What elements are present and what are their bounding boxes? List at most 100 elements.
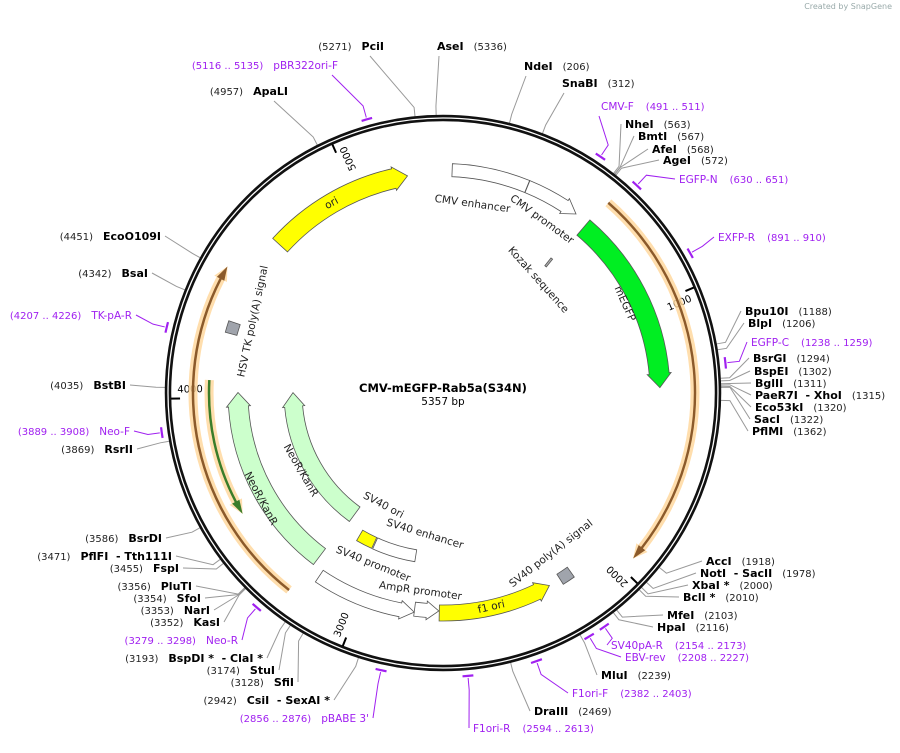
site-label[interactable]: MluI(2239) — [601, 669, 671, 682]
site-label[interactable]: BclI *(2010) — [683, 591, 759, 604]
site-position: (2469) — [578, 707, 611, 718]
site-name: PflMI — [752, 425, 783, 438]
site-label[interactable]: BsrGI(1294) — [753, 352, 830, 365]
site-label[interactable]: BlpI(1206) — [748, 317, 815, 330]
site-position: (3193) — [125, 654, 158, 665]
primer-name: pBR322ori-F — [273, 60, 338, 72]
primer-label[interactable]: SV40pA-R(2154 .. 2173) — [611, 640, 746, 652]
primer-mark[interactable] — [165, 322, 168, 333]
primer-label[interactable]: EGFP-C(1238 .. 1259) — [751, 337, 873, 349]
primer-mark[interactable] — [531, 659, 542, 663]
site-label[interactable]: NdeI (206) — [524, 60, 590, 73]
primer-label[interactable]: (3279 .. 3298)Neo-R — [125, 635, 238, 647]
primer-label[interactable]: (2856 .. 2876)pBABE 3' — [240, 713, 369, 725]
primer-label[interactable]: CMV-F(491 .. 511) — [601, 101, 705, 113]
site-line — [659, 561, 702, 573]
tick-label: 3000 — [332, 611, 352, 639]
site-name: HpaI — [657, 621, 686, 634]
site-label[interactable]: (3352)KasI — [150, 616, 220, 629]
plasmid-name: CMV-mEGFP-Rab5a(S34N) — [359, 381, 527, 395]
primer-label[interactable]: EBV-rev(2208 .. 2227) — [625, 652, 749, 664]
feature-ampr-promoter[interactable] — [414, 601, 439, 620]
site-label[interactable]: (3174)StuI — [207, 664, 275, 677]
feature-sv40-poly-a-signal-label: SV40 poly(A) signal — [507, 517, 595, 590]
site-line — [166, 528, 200, 538]
primer-label[interactable]: (4207 .. 4226)TK-pA-R — [10, 310, 132, 322]
site-position: (2103) — [704, 611, 737, 622]
site-label[interactable]: (3586)BsrDI — [85, 532, 162, 545]
plasmid-length: 5357 bp — [421, 396, 465, 408]
site-line — [614, 124, 621, 173]
site-position: (206) — [563, 62, 590, 73]
site-label[interactable]: (5271)PciI — [318, 40, 384, 53]
site-label[interactable]: (4035)BstBI — [50, 379, 126, 392]
feature-ampr-promoter-label: AmpR promoter — [378, 579, 463, 603]
site-line — [721, 400, 748, 431]
primer-label[interactable]: F1ori-R(2594 .. 2613) — [473, 723, 594, 735]
primer-line — [242, 609, 255, 640]
site-position: (4035) — [50, 381, 83, 392]
primer-mark[interactable] — [253, 604, 261, 611]
site-label[interactable]: (3193)BspDI * - ClaI * — [125, 652, 263, 665]
site-position: (2942) — [204, 696, 237, 707]
site-label[interactable]: (3128)SfiI — [231, 676, 294, 689]
site-position: (1315) — [852, 391, 885, 402]
primer-mark[interactable] — [725, 357, 726, 368]
primer-line — [537, 663, 568, 693]
primer-mark[interactable] — [687, 249, 692, 258]
site-position: (2000) — [739, 581, 772, 592]
primer-label[interactable]: F1ori-F(2382 .. 2403) — [572, 688, 692, 700]
primer-mark[interactable] — [600, 624, 609, 630]
site-name: CsiI - SexAI * — [247, 694, 330, 707]
site-label[interactable]: (2942) CsiI - SexAI * — [204, 694, 331, 707]
site-label[interactable]: (3455)FspI — [110, 562, 179, 575]
site-line — [370, 56, 415, 116]
primer-mark[interactable] — [596, 154, 605, 160]
feature-kozak-sequence[interactable] — [545, 258, 553, 267]
feature-ori[interactable] — [273, 167, 408, 252]
primer-mark[interactable] — [463, 675, 474, 676]
site-position: (563) — [664, 120, 691, 131]
feature-sv40-enhancer[interactable] — [373, 538, 417, 562]
site-line — [152, 273, 185, 290]
site-label[interactable]: HpaI (2116) — [657, 621, 729, 634]
site-position: (4342) — [78, 269, 111, 280]
primer-name: CMV-F — [601, 101, 634, 113]
site-label[interactable]: (4451)EcoO109I — [60, 230, 161, 243]
primer-label[interactable]: (5116 .. 5135)pBR322ori-F — [192, 60, 338, 72]
site-label[interactable]: DraIII(2469) — [534, 705, 612, 718]
feature-cmv-enhancer[interactable] — [452, 164, 530, 193]
site-name: RsrII — [104, 443, 133, 456]
primer-name: EBV-rev — [625, 652, 666, 664]
primer-line — [134, 431, 160, 435]
primer-mark[interactable] — [362, 118, 372, 121]
primer-mark[interactable] — [584, 634, 593, 640]
primer-label[interactable]: EXFP-R(891 .. 910) — [718, 232, 826, 244]
feature-hsv-tk-poly-a-signal[interactable] — [225, 321, 240, 336]
primer-mark[interactable] — [376, 669, 387, 671]
site-position: (3586) — [85, 534, 118, 545]
primer-mark[interactable] — [161, 427, 163, 438]
site-label[interactable]: (4957)ApaLI — [210, 85, 288, 98]
primer-range: (4207 .. 4226) — [10, 311, 82, 322]
site-label[interactable]: (3471)PflFI - Tth111I — [37, 550, 172, 563]
primer-name: Neo-R — [206, 635, 238, 647]
site-line — [510, 76, 526, 123]
site-label[interactable]: (3869)RsrII — [61, 443, 133, 456]
site-label[interactable]: BmtI(567) — [638, 130, 704, 143]
primer-range: (2856 .. 2876) — [240, 714, 312, 725]
site-label[interactable]: PflMI(1362) — [752, 425, 827, 438]
feature-sv40-poly-a-signal[interactable] — [557, 567, 574, 584]
site-label[interactable]: (4342)BsaI — [78, 267, 148, 280]
primer-label[interactable]: (3889 .. 3908)Neo-F — [18, 426, 130, 438]
primer-label[interactable]: EGFP-N(630 .. 651) — [679, 174, 788, 186]
site-label[interactable]: SnaBI(312) — [562, 77, 635, 90]
site-position: (2116) — [696, 623, 729, 634]
site-line — [647, 573, 696, 588]
site-line — [580, 635, 597, 675]
site-line — [279, 625, 290, 670]
site-label[interactable]: AseI(5336) — [437, 40, 507, 53]
site-name: NdeI — [524, 60, 553, 73]
site-line — [165, 236, 200, 258]
